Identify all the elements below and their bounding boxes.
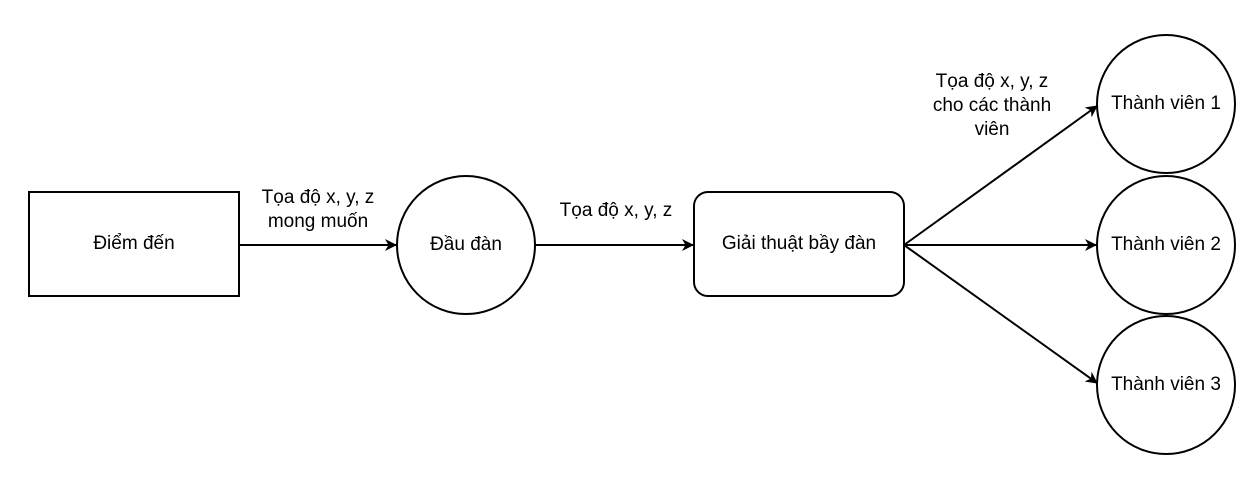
destination-box [28,191,240,297]
member3-label: Thành viên 3 [1111,374,1221,395]
destination-label: Điểm đến [93,233,175,254]
edge-label-dest-leader: Tọa độ x, y, z mong muốn [238,186,398,234]
edge-label-line: cho các thành [932,95,1052,116]
edge-label-line: Tọa độ x, y, z [935,71,1049,92]
edge-label-line: viên [974,119,1010,140]
member1-label: Thành viên 1 [1111,93,1221,114]
edge-algorithm-member3 [903,244,1098,384]
edge-label-line: mong muốn [267,211,369,232]
member1-circle [1096,34,1236,174]
edge-algorithm-member1 [903,105,1098,246]
member3-circle [1096,315,1236,455]
leader-label: Đầu đàn [430,234,502,255]
edge-label-line: Tọa độ x, y, z [261,187,375,208]
edge-label-leader-algo: Tọa độ x, y, z [559,200,673,221]
member2-circle [1096,175,1236,315]
member2-label: Thành viên 2 [1111,234,1221,255]
edge-label-algo-members: Tọa độ x, y, z cho các thành viên [912,70,1072,142]
algorithm-label: Giải thuật bầy đàn [721,233,877,254]
